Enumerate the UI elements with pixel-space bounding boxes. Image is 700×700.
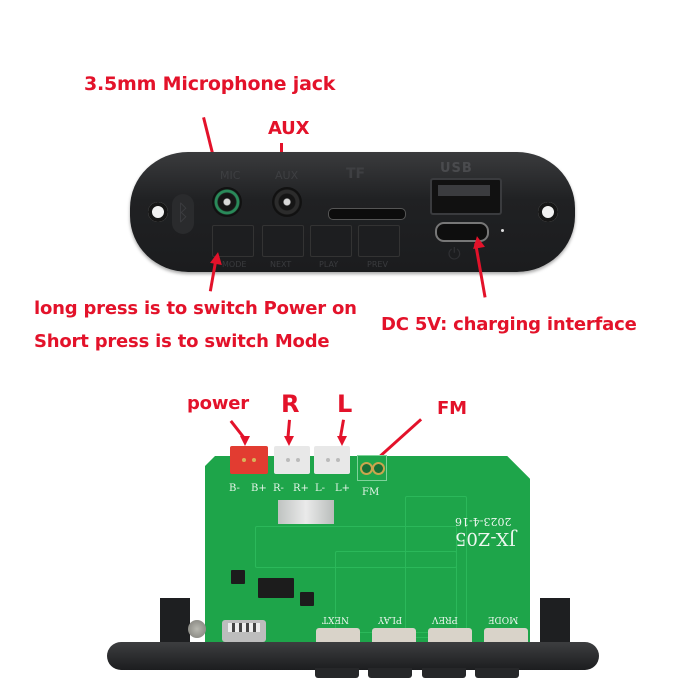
connector-pin — [286, 458, 290, 462]
next-button[interactable] — [262, 225, 304, 257]
silk-r-plus: R+ — [293, 483, 309, 494]
tact-label-next: NEXT — [322, 614, 349, 624]
left-arrow — [338, 419, 345, 438]
status-led — [501, 229, 504, 232]
silk-b-minus: B- — [229, 483, 240, 494]
fm-antenna-pad[interactable] — [357, 455, 387, 481]
pcb-trace — [255, 526, 457, 568]
mode-button-label: MODE — [222, 260, 247, 269]
aux-jack[interactable] — [272, 187, 302, 217]
tact-label-mode: MODE — [488, 614, 519, 624]
left-speaker-connector[interactable] — [314, 446, 350, 474]
silk-l-plus: L+ — [335, 483, 351, 494]
dc-charging-callout: DC 5V: charging interface — [381, 314, 637, 335]
pcb-board — [205, 456, 530, 646]
right-speaker-connector[interactable] — [274, 446, 310, 474]
tact-switch-prev[interactable] — [428, 628, 472, 644]
transistor-chip — [231, 570, 245, 584]
left-channel-callout: L — [337, 390, 353, 418]
button-tab — [422, 668, 466, 678]
prev-button[interactable] — [358, 225, 400, 257]
frame-right — [540, 598, 570, 646]
usb-label: USB — [440, 161, 473, 176]
mode-button-arrowhead — [210, 251, 224, 265]
tact-switch-play[interactable] — [372, 628, 416, 644]
silk-l-minus: L- — [315, 483, 326, 494]
button-tab — [315, 668, 359, 678]
button-tab — [475, 668, 519, 678]
connector-pin — [252, 458, 256, 462]
regulator-chip — [258, 578, 294, 598]
power-connector[interactable] — [230, 446, 268, 474]
tact-label-prev: PREV — [432, 614, 458, 624]
silk-r-minus: R- — [273, 483, 284, 494]
bluetooth-module-shield — [278, 500, 334, 524]
tact-label-play: PLAY — [378, 614, 403, 624]
dc-arrowhead — [471, 235, 485, 249]
tf-card-slot[interactable] — [328, 208, 406, 220]
aux-callout: AUX — [268, 118, 310, 139]
tact-switch-next[interactable] — [316, 628, 360, 644]
bluetooth-icon: ᛒ — [172, 194, 194, 234]
power-icon: ⏻ — [448, 244, 461, 263]
transistor-chip — [300, 592, 314, 606]
mode-power-button[interactable] — [212, 225, 254, 257]
short-press-callout: Short press is to switch Mode — [34, 331, 330, 352]
connector-pin — [296, 458, 300, 462]
microphone-capsule — [188, 620, 206, 638]
play-button-label: PLAY — [319, 260, 339, 269]
front-plate-edge — [107, 642, 599, 670]
silk-fm: FM — [362, 487, 380, 498]
tact-switch-mode[interactable] — [484, 628, 528, 644]
model-marking: JX-Z05 2023-4-16 — [455, 515, 516, 549]
silk-b-plus: B+ — [251, 483, 267, 494]
tf-label: TF — [346, 166, 366, 182]
right-arrowhead — [284, 436, 294, 446]
microphone-jack[interactable] — [212, 187, 242, 217]
button-tab — [368, 668, 412, 678]
long-press-callout: long press is to switch Power on — [34, 298, 357, 319]
left-arrowhead — [337, 436, 347, 446]
mic-jack-label: MIC — [220, 169, 241, 182]
connector-pin — [326, 458, 330, 462]
connector-pin — [336, 458, 340, 462]
fm-hole — [372, 462, 385, 475]
mount-hole-left — [148, 202, 168, 222]
fm-callout: FM — [437, 398, 467, 419]
usb-c-charging-port[interactable] — [435, 222, 489, 242]
right-channel-callout: R — [281, 390, 300, 418]
frame-left — [160, 598, 190, 646]
connector-pin — [242, 458, 246, 462]
usb-port[interactable] — [430, 178, 502, 215]
play-button[interactable] — [310, 225, 352, 257]
prev-button-label: PREV — [367, 260, 388, 269]
pcb-date: 2023-4-16 — [455, 515, 512, 528]
mount-hole-right — [538, 202, 558, 222]
micro-usb-connector — [222, 620, 266, 642]
fm-arrow — [377, 418, 423, 460]
aux-jack-label: AUX — [275, 169, 299, 182]
front-panel: ᛒ MIC AUX TF USB ⏻ MODE NEXT PLAY PREV — [130, 152, 575, 272]
next-button-label: NEXT — [270, 260, 292, 269]
mic-jack-callout: 3.5mm Microphone jack — [84, 73, 336, 95]
power-arrowhead — [240, 436, 250, 446]
power-connector-callout: power — [187, 393, 249, 414]
model-number: JX-Z05 — [455, 528, 516, 549]
